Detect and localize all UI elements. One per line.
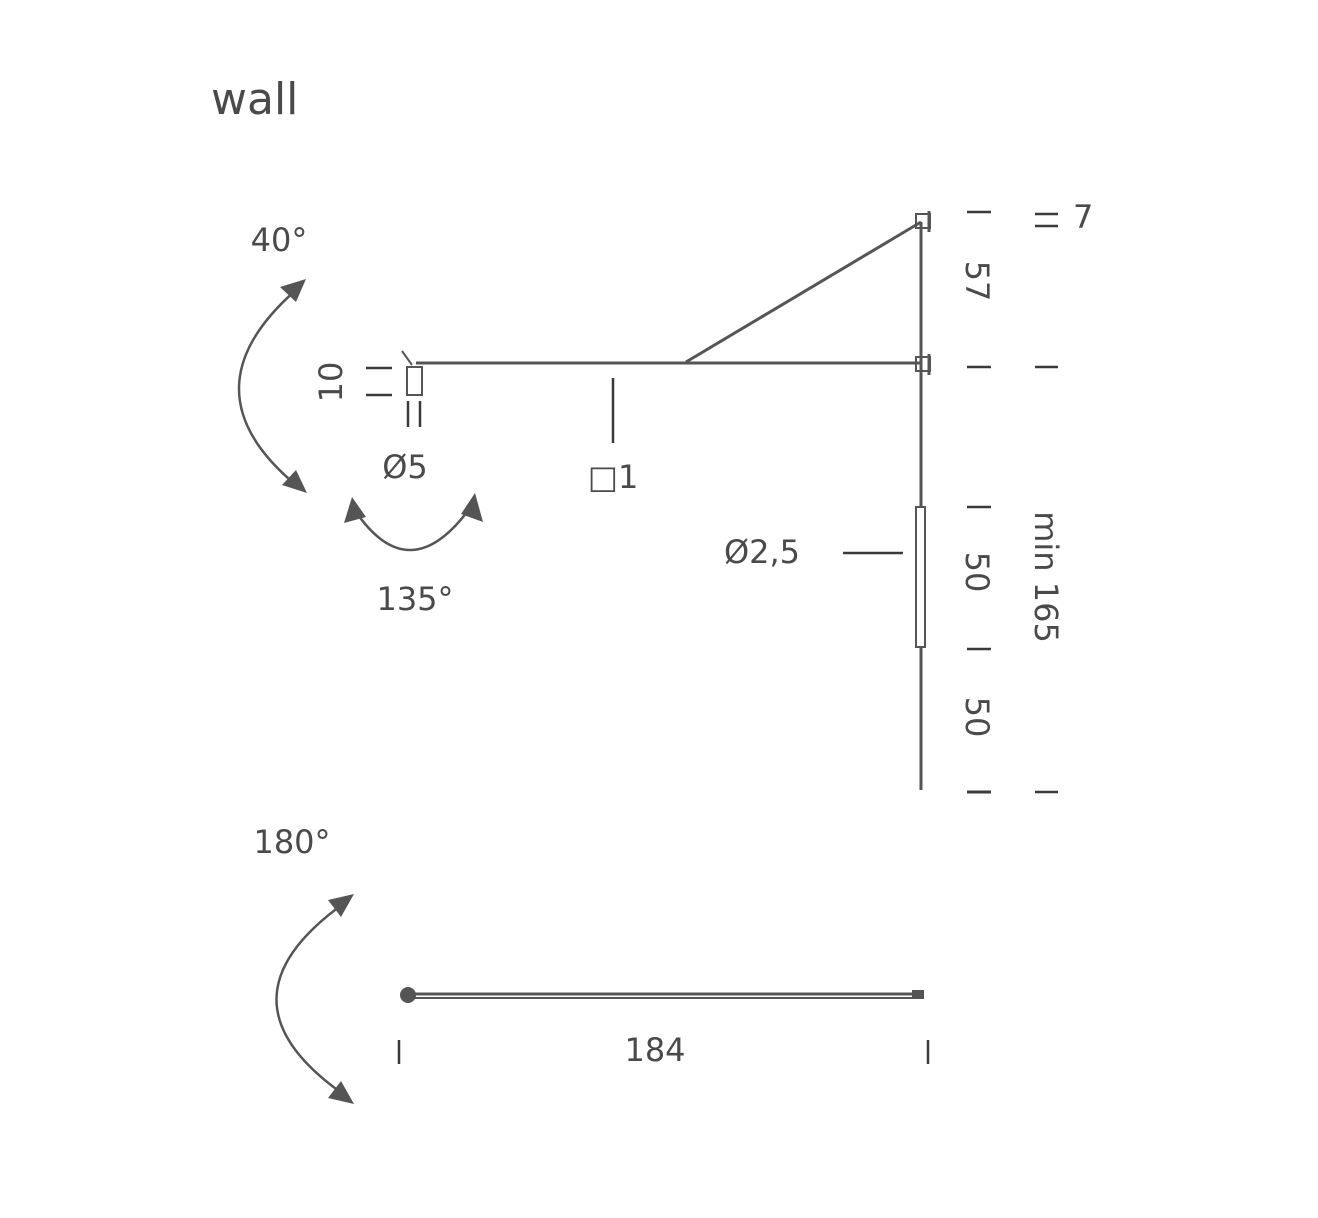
tilt-angle-label: 40° [251, 221, 308, 259]
top-view-dimensions [397, 1040, 930, 1064]
head-height-label: 10 [312, 362, 350, 403]
diagonal-stay [685, 220, 922, 364]
arm-section-label: □1 [588, 458, 639, 496]
lower-height-label: 50 [958, 697, 996, 738]
pole-diameter-label: Ø2,5 [724, 533, 800, 571]
swing-rotation-arrow [275, 894, 354, 1104]
upper-height-label: 57 [958, 261, 996, 302]
total-height-label: min 165 [1027, 511, 1065, 643]
top-view-head [400, 987, 416, 1003]
side-view-dimensions [366, 210, 1058, 794]
tilt-rotation-arrow [237, 279, 307, 493]
head-rotation-arrow [344, 493, 483, 552]
diagram-title: wall [211, 74, 298, 125]
top-view-bracket [912, 990, 924, 999]
pole-sleeve [915, 506, 926, 648]
lamp-switch [401, 350, 413, 366]
lamp-head [406, 366, 423, 396]
head-diameter-label: Ø5 [382, 448, 428, 486]
mid-height-label: 50 [958, 552, 996, 593]
swing-angle-label: 180° [253, 823, 330, 861]
arm-length-label: 184 [624, 1031, 685, 1069]
top-view-lamp [400, 987, 924, 1003]
side-view-lamp [401, 211, 931, 790]
head-angle-label: 135° [376, 580, 453, 618]
top-gap-label: 7 [1073, 198, 1093, 236]
